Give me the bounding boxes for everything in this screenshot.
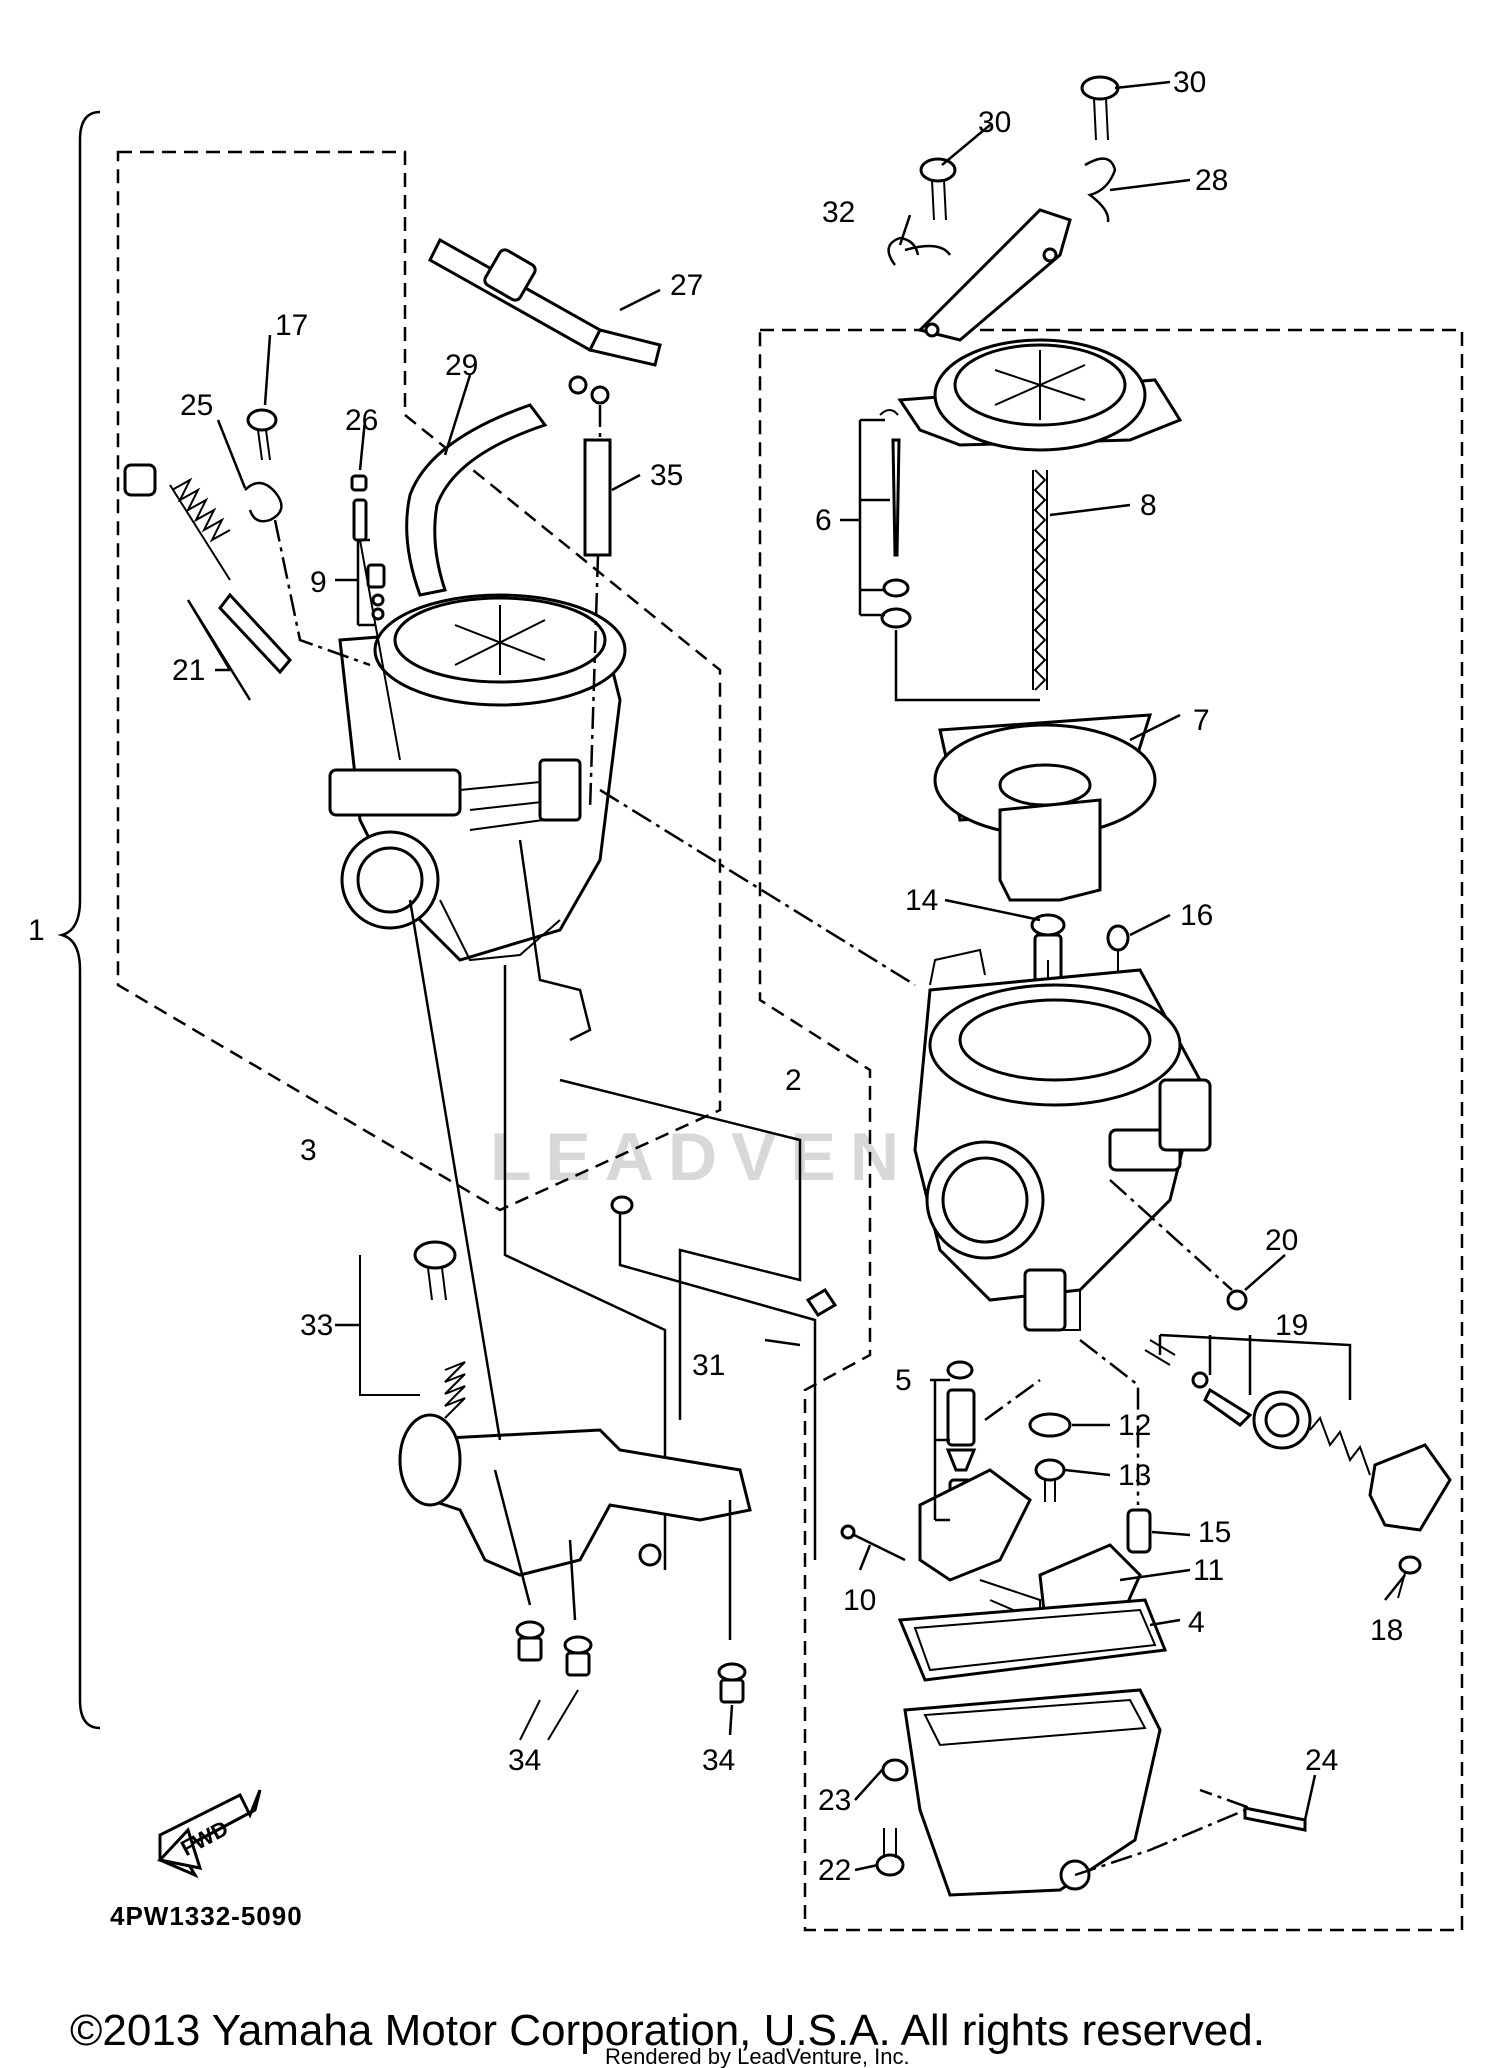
callout-34a: 34 bbox=[508, 1744, 541, 1777]
cross-link bbox=[599, 788, 916, 987]
leader-5 bbox=[984, 1378, 1041, 1422]
left-throttle-link bbox=[518, 839, 592, 1042]
screw-spring-33 bbox=[413, 1240, 466, 1419]
needle-valve-seat-13 bbox=[1034, 1458, 1066, 1482]
callout-28: 28 bbox=[1195, 164, 1228, 197]
callout-17: 17 bbox=[275, 309, 308, 342]
callout-13: 13 bbox=[1118, 1459, 1151, 1492]
callout-labels: 1 2 3 4 5 6 7 8 9 10 11 12 13 14 15 16 1… bbox=[28, 66, 1403, 1887]
rendered-by: Rendered by LeadVenture, Inc. bbox=[605, 2044, 910, 2068]
callout-19: 19 bbox=[1275, 1309, 1308, 1342]
assembly-bracket bbox=[57, 110, 101, 1730]
right-carburetor-body bbox=[913, 948, 1212, 1332]
leader-lines-bottom bbox=[408, 899, 732, 1640]
callout-26: 26 bbox=[345, 404, 378, 437]
diaphragm-piston-7 bbox=[933, 713, 1157, 902]
callout-10: 10 bbox=[843, 1584, 876, 1617]
callout-5: 5 bbox=[895, 1364, 912, 1397]
needle-valve-15 bbox=[1126, 1508, 1152, 1554]
screws-34 bbox=[515, 1620, 747, 1704]
callout-18: 18 bbox=[1370, 1614, 1403, 1647]
callout-8: 8 bbox=[1140, 489, 1157, 522]
screw-24 bbox=[1243, 1806, 1307, 1832]
callout-22: 22 bbox=[818, 1854, 851, 1887]
callout-12: 12 bbox=[1118, 1409, 1151, 1442]
callout-14: 14 bbox=[905, 884, 938, 917]
carb-top-cover bbox=[897, 338, 1183, 452]
drain-screw-22 bbox=[875, 1853, 905, 1877]
callout-11: 11 bbox=[1193, 1554, 1224, 1587]
left-assembly-outline bbox=[116, 150, 722, 1212]
nut-20 bbox=[1226, 1289, 1248, 1311]
jet-needle-6 bbox=[879, 409, 912, 629]
callout-32: 32 bbox=[822, 196, 855, 229]
leader-24 bbox=[1074, 1788, 1254, 1877]
leader-15 bbox=[1079, 1339, 1140, 1505]
cable-bracket bbox=[887, 75, 1120, 342]
float-bowl bbox=[903, 1688, 1162, 1897]
callout-27: 27 bbox=[670, 269, 703, 302]
float-pin-10 bbox=[849, 1531, 906, 1562]
callout-30b: 30 bbox=[1173, 66, 1206, 99]
spring-8 bbox=[1033, 469, 1047, 691]
leader-35 bbox=[588, 405, 602, 811]
screw-31a bbox=[610, 1195, 634, 1215]
gasket-4 bbox=[897, 1598, 1168, 1682]
callout-33: 33 bbox=[300, 1309, 333, 1342]
callout-3: 3 bbox=[300, 1134, 317, 1167]
callout-23: 23 bbox=[818, 1784, 851, 1817]
throttle-drum bbox=[398, 1413, 462, 1507]
throttle-bracket bbox=[407, 1428, 752, 1577]
callout-24: 24 bbox=[1305, 1744, 1338, 1777]
callout-7: 7 bbox=[1193, 704, 1210, 737]
hose-29 bbox=[405, 403, 548, 597]
copyright-notice: ©2013 Yamaha Motor Corporation, U.S.A. A… bbox=[70, 2006, 1265, 2055]
callout-9: 9 bbox=[310, 566, 327, 599]
callout-31: 31 bbox=[692, 1349, 725, 1382]
leader-25 bbox=[273, 519, 371, 667]
bracket-34 bbox=[519, 1689, 579, 1741]
washer-12 bbox=[1028, 1412, 1072, 1438]
callout-2: 2 bbox=[785, 1064, 802, 1097]
clip-25 bbox=[244, 481, 283, 523]
spring-31 bbox=[805, 1287, 838, 1318]
leader-6-7 bbox=[894, 630, 1040, 702]
starter-plunger-19 bbox=[1144, 1339, 1452, 1532]
callout-21: 21 bbox=[172, 654, 205, 687]
screw-16 bbox=[1106, 924, 1130, 952]
fitting-27 bbox=[428, 237, 662, 405]
callout-35: 35 bbox=[650, 459, 683, 492]
callout-4: 4 bbox=[1188, 1606, 1205, 1639]
callout-25: 25 bbox=[180, 389, 213, 422]
callout-16: 16 bbox=[1180, 899, 1213, 932]
right-assembly-outline bbox=[758, 328, 1464, 1932]
tube-35 bbox=[583, 438, 612, 557]
idle-screw-set bbox=[123, 463, 292, 675]
screw-18 bbox=[1398, 1555, 1422, 1575]
link-lines-31 bbox=[503, 965, 817, 1570]
washer-23 bbox=[881, 1758, 909, 1782]
callout-30a: 30 bbox=[978, 106, 1011, 139]
callout-34b: 34 bbox=[702, 1744, 735, 1777]
left-carburetor-body bbox=[328, 593, 627, 962]
callout-15: 15 bbox=[1198, 1516, 1231, 1549]
callout-1: 1 bbox=[28, 914, 45, 947]
callout-29: 29 bbox=[445, 349, 478, 382]
callout-6: 6 bbox=[815, 504, 832, 537]
diagram-code: 4PW1332-5090 bbox=[110, 1901, 303, 1931]
callout-leaders bbox=[186, 80, 1406, 1872]
fwd-arrow: FWD bbox=[157, 1789, 262, 1879]
bracket-33 bbox=[359, 1255, 420, 1396]
callout-20: 20 bbox=[1265, 1224, 1298, 1257]
leader-20 bbox=[1109, 1179, 1233, 1291]
screw-17 bbox=[246, 408, 278, 461]
